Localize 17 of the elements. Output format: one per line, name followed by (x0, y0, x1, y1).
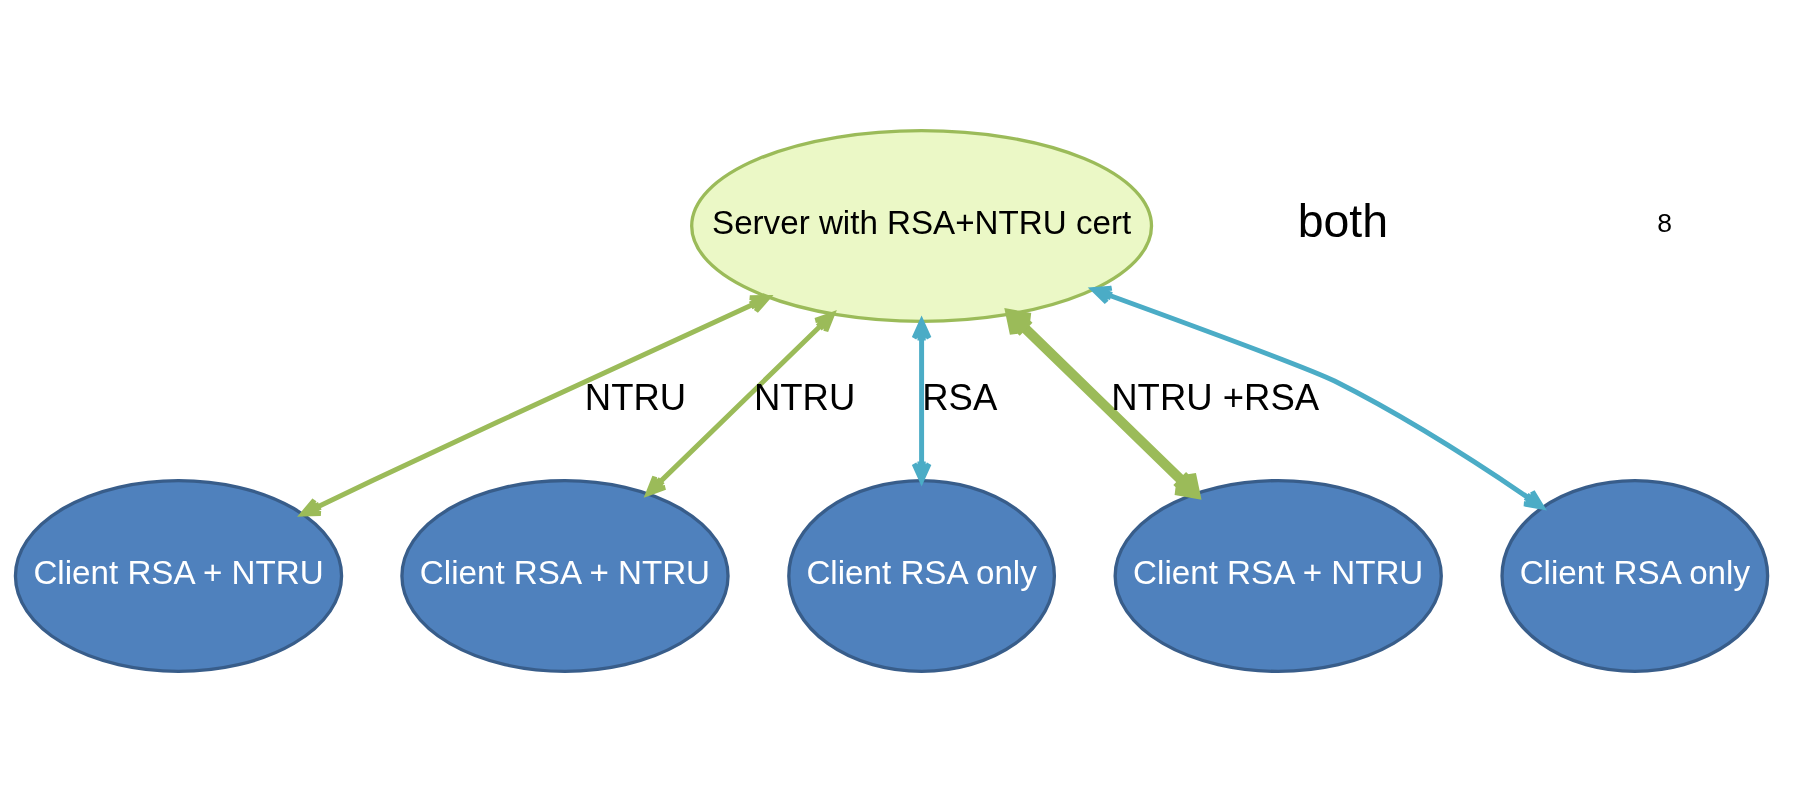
arrow (300, 294, 771, 516)
edge-label: NTRU (584, 376, 687, 418)
node-ellipse: Client RSA + NTRU (13, 478, 344, 673)
edge-label: NTRU +RSA (1111, 376, 1320, 418)
node-ellipse: Client RSA + NTRU (400, 478, 730, 673)
arrow (1090, 285, 1545, 510)
node-ellipse: Client RSA only (1500, 478, 1770, 673)
node-ellipse: Client RSA only (787, 478, 1057, 673)
node-ellipse: Server with RSA+NTRU cert (690, 128, 1154, 323)
label: 8 (1657, 207, 1673, 238)
label: both (1297, 194, 1389, 247)
arrow (911, 318, 932, 483)
arrow (1005, 308, 1201, 499)
edge-label: NTRU (753, 376, 856, 418)
arrow (645, 311, 835, 496)
edge-label: RSA (922, 376, 998, 418)
node-ellipse: Client RSA + NTRU (1113, 478, 1443, 673)
